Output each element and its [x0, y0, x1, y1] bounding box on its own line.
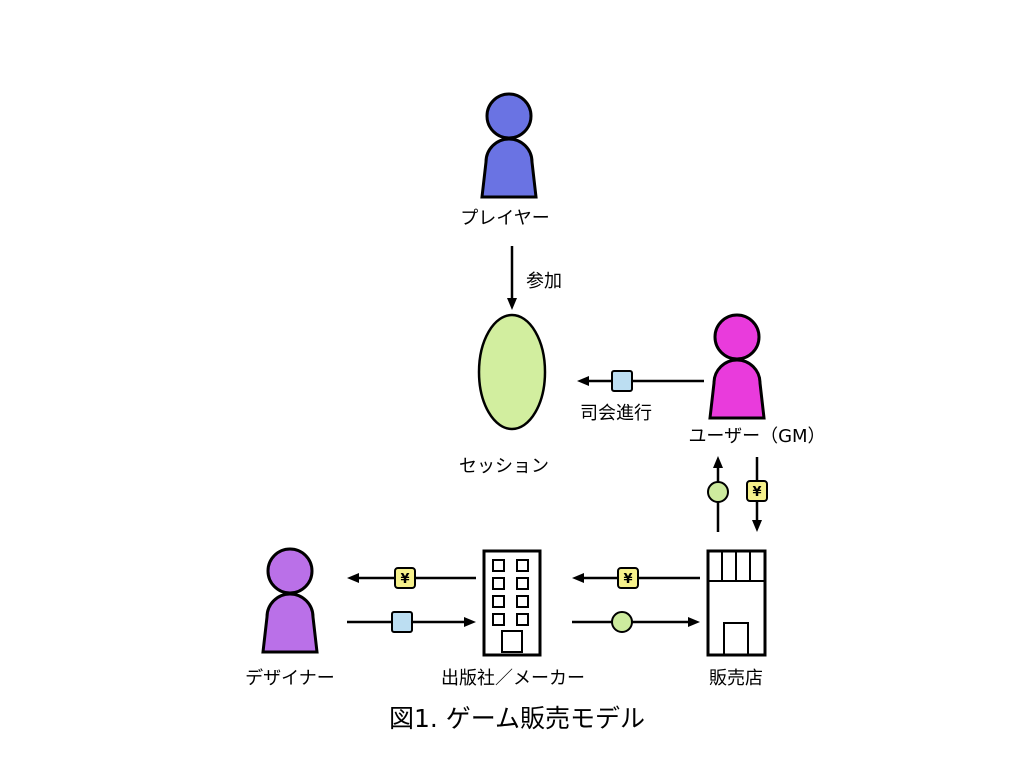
store-door-icon — [723, 622, 749, 656]
publisher-window-icon — [492, 595, 505, 608]
publisher-window-icon — [516, 595, 529, 608]
gm-person-body-icon — [708, 358, 766, 420]
gm-to-store-arrowhead-down-icon — [752, 520, 762, 532]
designer-node: デザイナー — [245, 547, 335, 689]
publisher-node: 出版社／メーカー — [441, 549, 585, 689]
designer-to-publisher-arrowhead-right-icon — [464, 617, 476, 627]
publisher-window-icon — [492, 613, 505, 626]
publisher-window-icon — [516, 559, 529, 572]
diagram-title: 図1. ゲーム販売モデル — [389, 704, 645, 733]
player-label: プレイヤー — [460, 208, 549, 229]
store-goods-token-circle-icon — [611, 611, 633, 633]
edge-publisher-to-designer-money — [347, 573, 476, 583]
publisher-label: 出版社／メーカー — [441, 668, 585, 689]
store-to-gm-arrowhead-up-icon — [713, 456, 723, 468]
publisher-door-icon — [501, 630, 523, 653]
join-arrowhead-down-icon — [507, 298, 517, 310]
player-person-head-icon — [485, 92, 533, 140]
publisher-window-icon — [492, 577, 505, 590]
gm-goods-token-circle-icon — [707, 481, 729, 503]
designer-work-token-square-icon — [391, 611, 413, 633]
designer-label: デザイナー — [245, 668, 335, 689]
edge-gm-moderates-session: 司会進行 — [577, 376, 704, 424]
session-node: セッション — [459, 313, 549, 477]
moderation-token-square-icon — [611, 370, 633, 392]
publisher-to-store-arrowhead-right-icon — [688, 617, 700, 627]
designer-money-token: ¥ — [394, 567, 416, 589]
gm-money-yen-glyph: ¥ — [752, 485, 761, 500]
player-node: プレイヤー — [460, 92, 550, 229]
designer-person-head-icon — [266, 547, 314, 595]
publisher-money-token: ¥ — [617, 567, 639, 589]
session-label: セッション — [459, 456, 549, 477]
session-ellipse-icon — [477, 313, 547, 431]
player-person-body-icon — [480, 137, 538, 199]
store-label: 販売店 — [709, 668, 763, 689]
join-edge-label: 参加 — [526, 271, 562, 292]
moderation-edge-label: 司会進行 — [580, 403, 652, 424]
edge-player-join-session: 参加 — [507, 246, 562, 310]
store-to-publisher-arrowhead-left-icon — [572, 573, 584, 583]
gm-node: ユーザー（GM） — [688, 313, 826, 447]
publisher-money-yen-glyph: ¥ — [623, 572, 632, 587]
edge-store-to-publisher-money — [572, 573, 700, 583]
gm-label: ユーザー（GM） — [688, 426, 825, 447]
store-node: 販売店 — [706, 549, 767, 689]
publisher-window-icon — [516, 613, 529, 626]
publisher-to-designer-arrowhead-left-icon — [347, 573, 359, 583]
publisher-money-token-square-icon — [617, 567, 639, 589]
moderation-arrowhead-left-icon — [577, 376, 589, 386]
publisher-window-icon — [492, 559, 505, 572]
designer-person-body-icon — [261, 592, 319, 654]
gm-person-head-icon — [713, 313, 761, 361]
publisher-window-icon — [516, 577, 529, 590]
designer-money-yen-glyph: ¥ — [400, 572, 409, 587]
designer-money-token-square-icon — [394, 567, 416, 589]
edge-publisher-to-store-goods — [572, 617, 700, 627]
gm-money-token: ¥ — [746, 480, 768, 502]
gm-money-token-square-icon — [746, 480, 768, 502]
